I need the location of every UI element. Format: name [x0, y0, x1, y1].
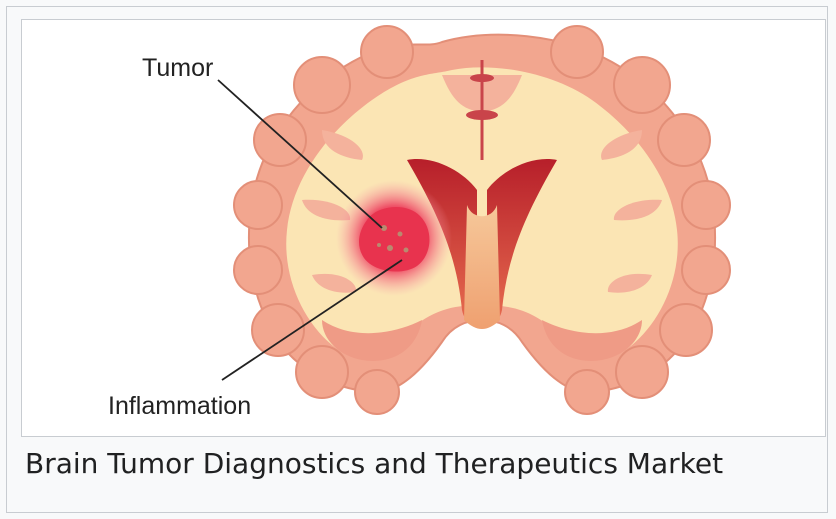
- tumor-label: Tumor: [142, 54, 213, 82]
- figure-card: Tumor Inflammation Brain Tumor Diagnosti…: [6, 6, 828, 513]
- brain-illustration: Tumor Inflammation: [22, 20, 826, 437]
- figure-caption: Brain Tumor Diagnostics and Therapeutics…: [25, 445, 723, 483]
- image-frame: Tumor Inflammation: [21, 19, 826, 437]
- inflammation-label: Inflammation: [108, 392, 251, 420]
- brain-stem: [464, 205, 500, 329]
